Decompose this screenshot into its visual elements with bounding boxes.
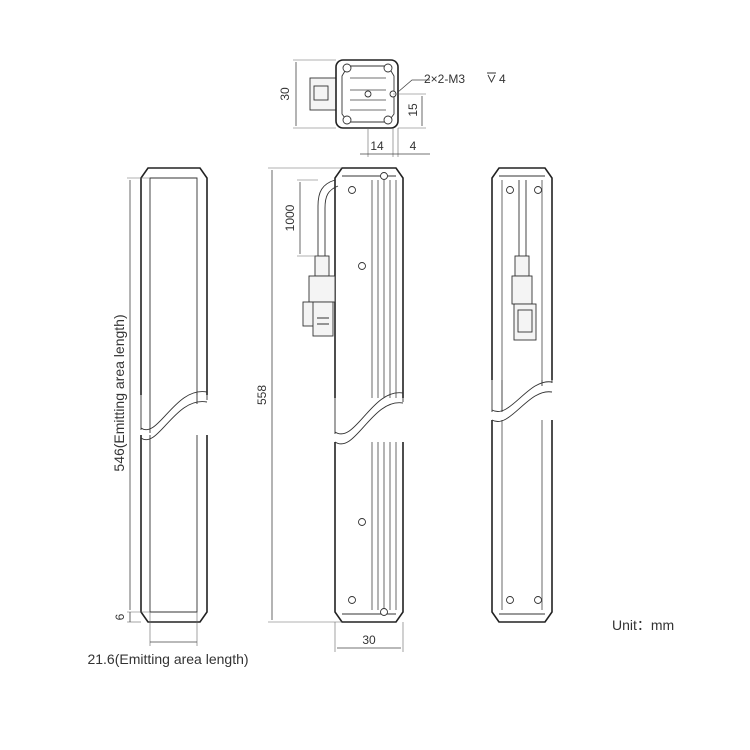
- back-connector-body: [511, 275, 533, 305]
- cable-connector-grip: [317, 317, 329, 325]
- top-view-hole-bl: [342, 115, 352, 125]
- dim-30-top-label: 30: [278, 87, 292, 101]
- dim-4-label: 4: [410, 139, 417, 153]
- back-hole-2: [534, 186, 542, 194]
- emitting-break-line-a: [140, 391, 208, 431]
- top-view-connector-pin: [313, 85, 329, 101]
- dim-558-extension: [268, 167, 342, 623]
- cable-connector-body: [308, 275, 336, 303]
- back-break-edges: [491, 380, 553, 412]
- emitting-break-edges: [140, 393, 208, 433]
- side-body-fins: [371, 180, 397, 610]
- cable-connector-sleeve: [314, 255, 330, 277]
- back-body-end-caps: [499, 175, 545, 615]
- depth-symbol-icon: [487, 72, 496, 84]
- dim-1000-label: 1000: [283, 204, 297, 231]
- top-view-heatsink-fins: [350, 77, 386, 111]
- side-hole-4: [358, 518, 366, 526]
- back-break-line-b: [491, 391, 553, 422]
- dim-21-6-label: 21.6(Emitting area length): [87, 651, 248, 667]
- dim-30-extension: [293, 59, 336, 129]
- side-hole-1: [348, 186, 356, 194]
- dim-30-width-label: 30: [362, 633, 376, 647]
- side-break-edges: [334, 398, 404, 434]
- back-hole-4: [534, 596, 542, 604]
- top-view-center-hole: [364, 90, 372, 98]
- back-connector-sleeve: [514, 255, 530, 277]
- cable-line-a: [317, 179, 336, 256]
- back-break-mask: [490, 380, 554, 420]
- back-hole-1: [506, 186, 514, 194]
- unit-label: Unit：mm: [612, 617, 674, 633]
- dim-30-width-extension: [334, 622, 404, 652]
- side-hole-6: [380, 608, 388, 616]
- dim-15-extension: [393, 93, 426, 129]
- holes-callout-leader: [397, 79, 430, 93]
- dim-15-label: 15: [406, 103, 420, 117]
- top-view-hole-tr: [383, 63, 393, 73]
- top-view-hole-tl: [342, 63, 352, 73]
- side-break-line-b: [334, 402, 404, 445]
- dim-558-label: 558: [255, 385, 269, 405]
- cable-line-b: [324, 185, 339, 256]
- dim-14-4-extension: [367, 128, 399, 157]
- side-hole-3: [358, 262, 366, 270]
- back-break-line-a: [491, 381, 553, 412]
- cable-connector-head: [312, 301, 334, 337]
- side-hole-2: [380, 172, 388, 180]
- dim-546-label: 546(Emitting area length): [111, 314, 127, 471]
- side-body-outline: [334, 167, 404, 623]
- top-view-hole-br: [383, 115, 393, 125]
- back-connector-head: [513, 303, 537, 341]
- dim-546-extension: [127, 177, 150, 613]
- back-connector-slot: [517, 309, 533, 333]
- back-view: [490, 167, 554, 623]
- dim-1000-extension: [297, 179, 318, 257]
- dim-21-6-extension: [149, 612, 198, 646]
- top-view: 30 2×2-M3 4 15 14 4: [278, 59, 506, 157]
- dim-6-label: 6: [113, 613, 127, 620]
- side-view-cable: 1000 558 30: [255, 167, 406, 652]
- back-cable-lines: [518, 180, 527, 256]
- side-hole-5: [348, 596, 356, 604]
- back-hole-3: [506, 596, 514, 604]
- front-view-emitting: 546(Emitting area length) 6 21.6(Emittin…: [87, 167, 249, 667]
- side-break-line-a: [334, 392, 404, 435]
- holes-depth-label: 4: [499, 72, 506, 86]
- holes-callout-label: 2×2-M3: [424, 72, 465, 86]
- dim-14-label: 14: [370, 139, 384, 153]
